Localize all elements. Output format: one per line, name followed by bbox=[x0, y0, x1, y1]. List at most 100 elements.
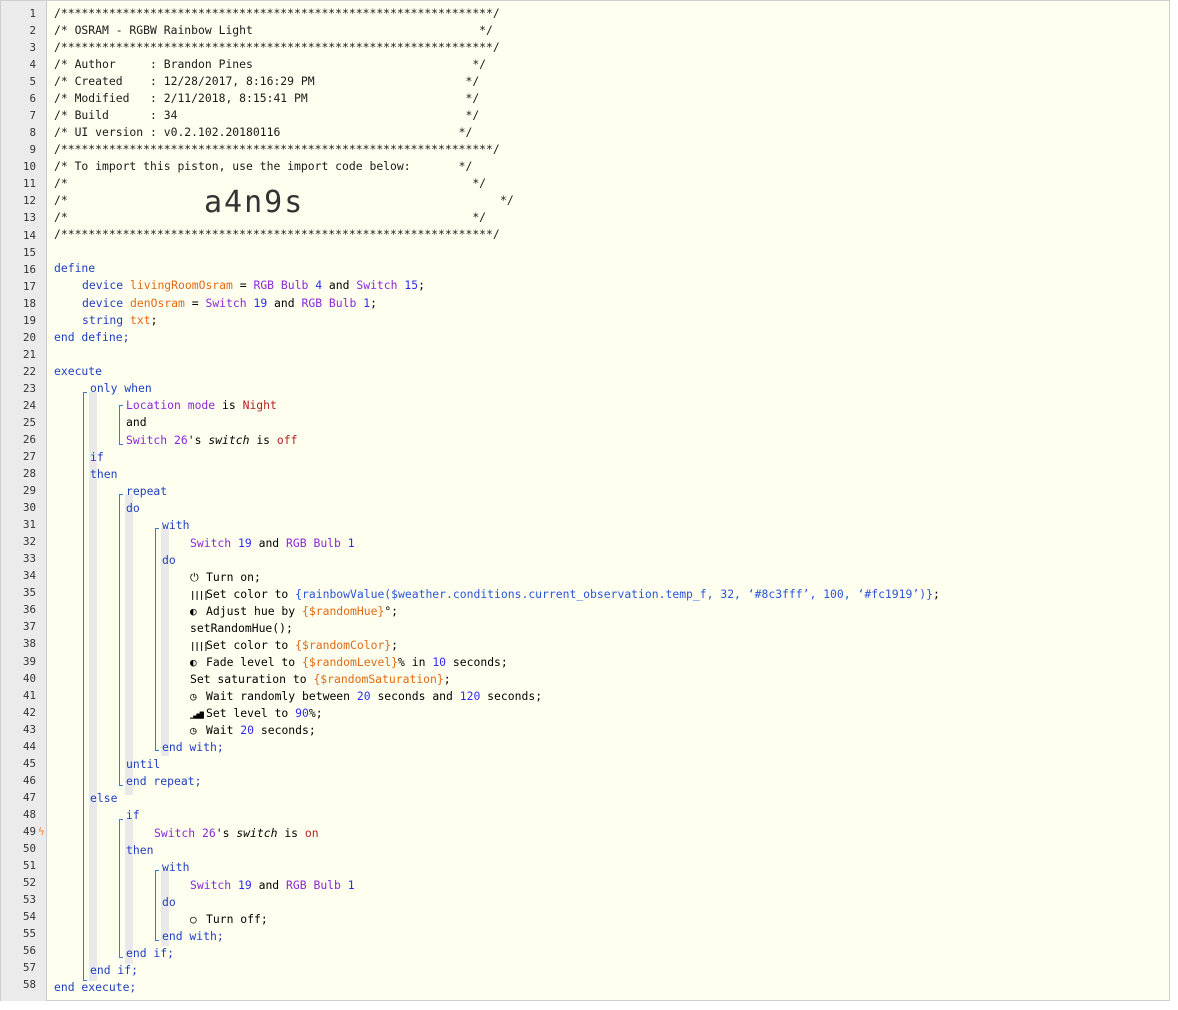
comment-border: /***************************************… bbox=[54, 40, 500, 54]
define-statement: string txt; bbox=[82, 313, 158, 327]
keyword-else: else bbox=[90, 791, 118, 805]
with-devices: Switch 19 and RGB Bulb 1 bbox=[190, 878, 355, 892]
comment-modified: /* Modified : 2/11/2018, 8:15:41 PM */ bbox=[54, 91, 480, 105]
line-number: 17 bbox=[22, 279, 36, 293]
line-number: 29 bbox=[22, 484, 36, 498]
clock-icon: ◷ bbox=[190, 690, 197, 703]
indent-band bbox=[161, 870, 169, 946]
action-set-level: ▁▃▅▇Set level to 90%; bbox=[190, 705, 323, 722]
line-number: 36 bbox=[22, 603, 36, 617]
keyword-end-with: end with; bbox=[162, 740, 224, 754]
with-devices: Switch 19 and RGB Bulb 1 bbox=[190, 536, 355, 550]
line-number: 22 bbox=[22, 364, 36, 378]
keyword-end-execute: end execute; bbox=[54, 980, 137, 994]
line-number: 7 bbox=[29, 109, 36, 123]
line-number: 13 bbox=[22, 211, 36, 225]
line-number: 19 bbox=[22, 313, 36, 327]
bracket-with bbox=[155, 528, 159, 751]
line-number: 21 bbox=[22, 347, 36, 361]
line-number: 47 bbox=[22, 790, 36, 804]
line-number: 51 bbox=[22, 859, 36, 872]
action-adjust-hue: ◐Adjust hue by {$randomHue}°; bbox=[190, 604, 399, 618]
line-number: 26 bbox=[22, 433, 36, 446]
line-number: 8 bbox=[29, 126, 36, 140]
line-number: 10 bbox=[22, 160, 36, 174]
line-number: 31 bbox=[22, 518, 36, 532]
keyword-execute: execute bbox=[54, 364, 103, 378]
line-number: 46 bbox=[22, 773, 36, 787]
comment-build: /* Build : 34 */ bbox=[54, 108, 480, 122]
keyword-end-repeat: end repeat; bbox=[126, 774, 202, 788]
line-number: 48 bbox=[22, 807, 36, 821]
keyword-if: if bbox=[90, 450, 104, 464]
line-number: 38 bbox=[22, 637, 36, 651]
comment-blank: /* */ bbox=[54, 176, 487, 190]
keyword-end-define: end define; bbox=[54, 330, 130, 344]
toggle-icon: ◐ bbox=[190, 605, 197, 618]
code-area: /***************************************… bbox=[47, 1, 1169, 1000]
comment-blank: /* */ bbox=[54, 210, 487, 224]
keyword-end-if: end if; bbox=[90, 963, 139, 977]
line-number: 25 bbox=[22, 415, 36, 429]
condition-operator: and bbox=[126, 415, 147, 429]
action-set-color-random: ||||Set color to {$randomColor}; bbox=[190, 637, 398, 654]
comment-blank: /* bbox=[54, 193, 68, 207]
line-number: 34 bbox=[22, 569, 36, 583]
line-number: 16 bbox=[22, 262, 36, 276]
line-number: 18 bbox=[22, 296, 36, 310]
line-number: 2 bbox=[29, 24, 36, 38]
line-number: 32 bbox=[22, 535, 36, 549]
condition-location-mode: Location mode is Night bbox=[126, 398, 277, 412]
action-set-random-hue: setRandomHue(); bbox=[190, 621, 293, 635]
line-number: 57 bbox=[22, 961, 36, 975]
line-number: 44 bbox=[22, 739, 36, 753]
line-number: 52 bbox=[22, 876, 36, 890]
line-number: 37 bbox=[22, 620, 36, 634]
line-number: 11 bbox=[22, 177, 36, 191]
condition-switch-on: Switch 26's switch is on bbox=[154, 826, 319, 840]
bracket-else-if bbox=[119, 819, 123, 958]
line-number: 24 bbox=[22, 398, 36, 412]
line-number: 49 bbox=[22, 824, 36, 838]
toggle-icon: ◐ bbox=[190, 656, 197, 669]
clock-icon: ◷ bbox=[190, 724, 197, 737]
comment-border: /***************************************… bbox=[54, 227, 500, 241]
keyword-end-if: end if; bbox=[126, 946, 175, 960]
line-number: 1 bbox=[29, 7, 36, 20]
action-turn-on: ⏻Turn on; bbox=[190, 570, 261, 584]
line-number: 20 bbox=[22, 330, 36, 344]
keyword-only-when: only when bbox=[90, 381, 152, 395]
signal-icon: ▁▃▅▇ bbox=[190, 711, 204, 719]
palette-icon: |||| bbox=[190, 642, 209, 652]
keyword-repeat: repeat bbox=[126, 484, 168, 498]
indent-band bbox=[161, 528, 169, 756]
keyword-do: do bbox=[162, 553, 176, 567]
keyword-then: then bbox=[90, 467, 118, 481]
keyword-end-with: end with; bbox=[162, 929, 224, 943]
action-fade-level: ◐Fade level to {$randomLevel}% in 10 sec… bbox=[190, 655, 508, 669]
indent-band bbox=[125, 819, 133, 964]
line-number: 23 bbox=[22, 381, 36, 395]
line-number: 45 bbox=[22, 756, 36, 770]
comment-import-note: /* To import this piston, use the import… bbox=[54, 159, 473, 173]
off-circle-icon: ○ bbox=[190, 913, 197, 926]
action-turn-off: ○Turn off; bbox=[190, 912, 268, 926]
line-number: 6 bbox=[29, 92, 36, 106]
line-number: 4 bbox=[29, 58, 36, 72]
palette-icon: |||| bbox=[190, 591, 209, 601]
action-wait: ◷Wait 20 seconds; bbox=[190, 723, 316, 737]
action-set-color-rainbow: ||||Set color to {rainbowValue($weather.… bbox=[190, 586, 940, 603]
trigger-bolt-icon: ϟ bbox=[38, 824, 45, 838]
line-number: 39 bbox=[22, 654, 36, 668]
line-number: 12 bbox=[22, 194, 36, 208]
line-number: 14 bbox=[22, 228, 36, 242]
condition-switch: Switch 26's switch is off bbox=[126, 433, 298, 447]
line-number: 58 bbox=[22, 978, 36, 992]
line-number: 53 bbox=[22, 893, 36, 907]
import-code: a4n9s bbox=[204, 185, 305, 220]
indent-band bbox=[125, 494, 133, 795]
comment-border: /***************************************… bbox=[54, 6, 500, 20]
line-number: 30 bbox=[22, 501, 36, 515]
